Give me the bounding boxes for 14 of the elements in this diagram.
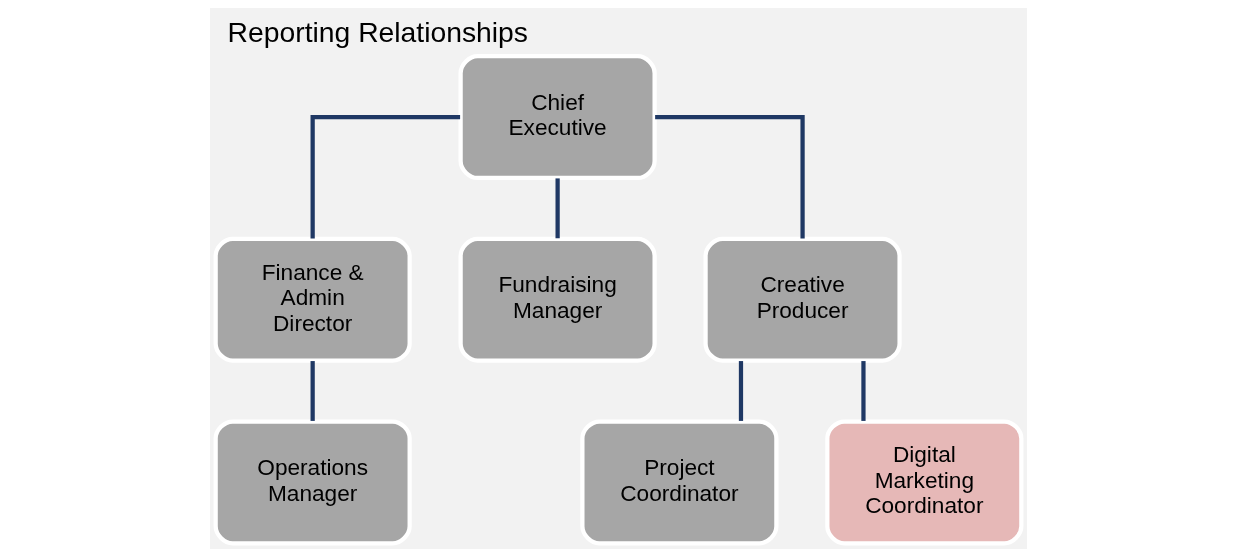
connector	[310, 361, 315, 421]
node-box: Finance & Admin Director	[213, 236, 412, 363]
connector	[555, 178, 560, 239]
node-box: Project Coordinator	[579, 419, 778, 546]
node-box: Chief Executive	[458, 54, 657, 181]
connector	[310, 114, 460, 239]
node-box: Creative Producer	[702, 236, 902, 363]
connector	[654, 114, 805, 239]
node-box: Digital Marketing Coordinator	[824, 419, 1023, 546]
node-box: Operations Manager	[213, 419, 412, 546]
diagram-title: Reporting Relationships	[227, 16, 528, 49]
connector	[738, 361, 743, 421]
node-box: Fundraising Manager	[458, 236, 657, 363]
connector	[860, 361, 866, 421]
